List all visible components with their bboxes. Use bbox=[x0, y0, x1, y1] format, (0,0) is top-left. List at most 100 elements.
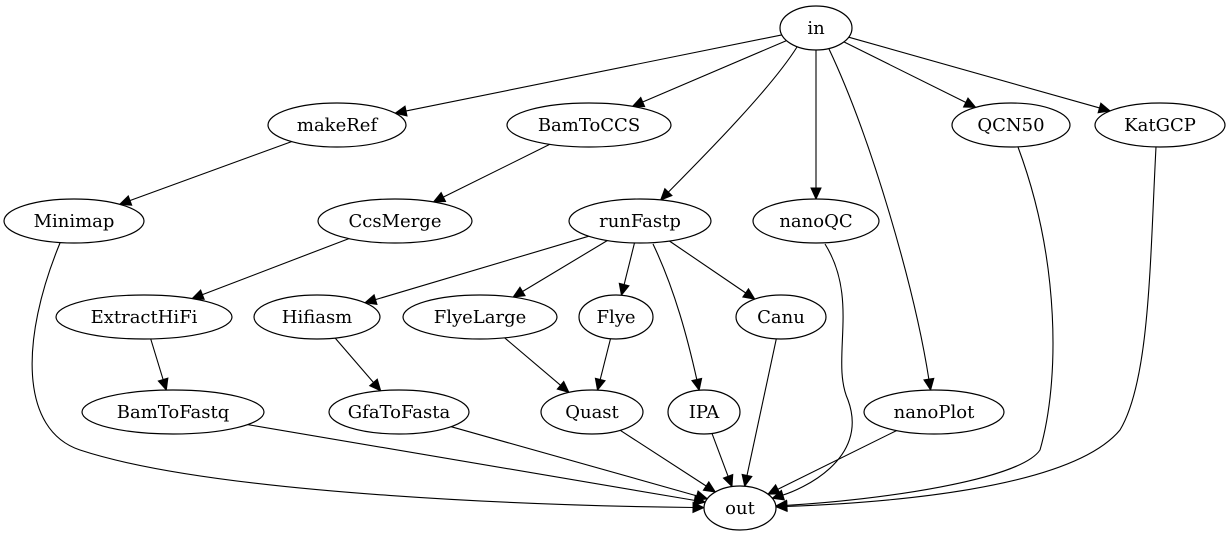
arrowhead-icon bbox=[741, 287, 756, 300]
edge-in-to-makeRef bbox=[394, 34, 782, 117]
node-IPA: IPA bbox=[667, 389, 741, 435]
edge-in-to-BamToCCS bbox=[631, 40, 787, 108]
node-ellipse bbox=[951, 102, 1071, 148]
node-ellipse bbox=[253, 294, 381, 340]
arrowhead-icon bbox=[659, 187, 673, 201]
arrowhead-icon bbox=[810, 187, 822, 201]
node-ellipse bbox=[3, 198, 145, 244]
edge-Hifiasm-to-GfaToFasta bbox=[334, 337, 382, 392]
node-ellipse bbox=[55, 294, 233, 340]
arrowhead-icon bbox=[432, 191, 447, 203]
edge-line bbox=[711, 433, 729, 478]
node-ellipse bbox=[1094, 102, 1226, 148]
edge-line bbox=[599, 338, 612, 381]
edge-nanoQC-to-out bbox=[771, 243, 853, 501]
arrowhead-icon bbox=[394, 105, 408, 117]
edge-line bbox=[521, 240, 608, 293]
node-label: IPA bbox=[689, 402, 721, 423]
arrowhead-icon bbox=[691, 377, 703, 392]
node-ExtractHiFi: ExtractHiFi bbox=[55, 294, 233, 340]
node-FlyeLarge: FlyeLarge bbox=[402, 294, 558, 340]
edge-line bbox=[334, 337, 375, 384]
node-label: nanoQC bbox=[779, 211, 852, 232]
edge-KatGCP-to-out bbox=[774, 146, 1157, 513]
edge-line bbox=[848, 36, 1101, 109]
node-ellipse bbox=[752, 198, 880, 244]
edge-runFastp-to-Flye bbox=[618, 242, 636, 297]
edge-in-to-nanoQC bbox=[810, 50, 822, 201]
nodes-layer: in makeRef BamToCCS QCN50 KatGCP Minimap CcsMe… bbox=[3, 5, 1226, 531]
edge-BamToFastq-to-out bbox=[247, 424, 707, 506]
node-Flye: Flye bbox=[578, 294, 654, 340]
edge-line bbox=[641, 40, 787, 103]
node-label: nanoPlot bbox=[894, 402, 975, 423]
node-ellipse bbox=[328, 389, 470, 435]
edge-runFastp-to-FlyeLarge bbox=[512, 240, 608, 298]
edge-line bbox=[504, 337, 562, 387]
node-label: Flye bbox=[596, 307, 635, 328]
arrowhead-icon bbox=[774, 500, 788, 513]
edge-runFastp-to-Hifiasm bbox=[363, 235, 589, 306]
edge-in-to-runFastp bbox=[659, 46, 798, 201]
edge-nanoPlot-to-out bbox=[766, 430, 897, 495]
node-label: QCN50 bbox=[977, 115, 1044, 136]
edge-line bbox=[374, 235, 589, 301]
node-ellipse bbox=[735, 294, 827, 340]
node-in: in bbox=[779, 5, 853, 51]
node-ellipse bbox=[506, 102, 672, 148]
edge-Canu-to-out bbox=[741, 338, 777, 488]
node-label: makeRef bbox=[297, 115, 379, 136]
edge-line bbox=[247, 424, 696, 502]
node-label: Hifiasm bbox=[282, 307, 353, 328]
arrowhead-icon bbox=[923, 377, 935, 392]
node-label: GfaToFasta bbox=[348, 402, 451, 423]
edge-runFastp-to-Canu bbox=[669, 240, 756, 300]
edge-line bbox=[201, 238, 350, 296]
edge-in-to-nanoPlot bbox=[828, 48, 935, 392]
edge-line bbox=[667, 46, 798, 194]
arrowhead-icon bbox=[741, 473, 753, 488]
node-ellipse bbox=[81, 389, 265, 435]
node-KatGCP: KatGCP bbox=[1094, 102, 1226, 148]
node-nanoQC: nanoQC bbox=[752, 198, 880, 244]
node-label: FlyeLarge bbox=[434, 307, 527, 328]
node-label: BamToCCS bbox=[538, 115, 640, 136]
arrowhead-icon bbox=[118, 194, 133, 206]
arrowhead-icon bbox=[512, 286, 526, 298]
node-runFastp: runFastp bbox=[568, 198, 712, 244]
edge-BamToCCS-to-CcsMerge bbox=[432, 143, 551, 203]
edge-IPA-to-out bbox=[711, 433, 734, 488]
edge-line bbox=[669, 240, 747, 294]
node-Canu: Canu bbox=[735, 294, 827, 340]
arrowhead-icon bbox=[368, 378, 382, 392]
edge-line bbox=[31, 242, 695, 509]
edge-line bbox=[404, 34, 782, 112]
edge-makeRef-to-Minimap bbox=[118, 141, 292, 206]
node-ellipse bbox=[568, 198, 712, 244]
edge-Quast-to-out bbox=[619, 429, 717, 493]
arrowhead-icon bbox=[618, 282, 630, 297]
node-label: Minimap bbox=[34, 211, 115, 232]
arrowhead-icon bbox=[962, 97, 977, 108]
node-nanoPlot: nanoPlot bbox=[863, 389, 1005, 435]
edge-line bbox=[843, 41, 967, 104]
edge-line bbox=[781, 243, 853, 496]
node-ellipse bbox=[402, 294, 558, 340]
node-BamToFastq: BamToFastq bbox=[81, 389, 265, 435]
node-ellipse bbox=[317, 198, 473, 244]
arrowhead-icon bbox=[556, 380, 570, 394]
arrowhead-icon bbox=[157, 377, 169, 392]
arrowhead-icon bbox=[191, 289, 205, 300]
arrowhead-icon bbox=[631, 96, 646, 108]
edge-line bbox=[128, 141, 292, 202]
arrowhead-icon bbox=[702, 480, 717, 493]
edge-line bbox=[623, 242, 636, 286]
edge-in-to-QCN50 bbox=[843, 41, 977, 108]
edge-FlyeLarge-to-Quast bbox=[504, 337, 570, 394]
node-ellipse bbox=[578, 294, 654, 340]
node-ellipse bbox=[540, 389, 644, 435]
node-label: CcsMerge bbox=[349, 211, 442, 232]
node-Minimap: Minimap bbox=[3, 198, 145, 244]
node-ellipse bbox=[863, 389, 1005, 435]
